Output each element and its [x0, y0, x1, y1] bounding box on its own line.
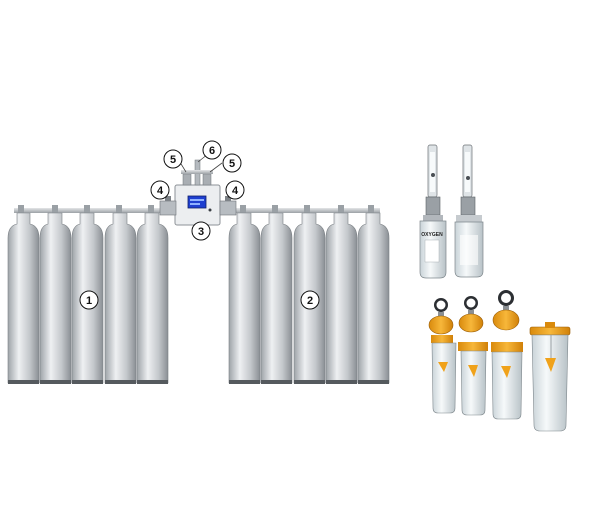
- cylinder: [136, 212, 169, 384]
- collection-canister: [529, 322, 571, 432]
- callout-2-label: 2: [307, 295, 313, 307]
- callout-5-right-label: 5: [229, 158, 235, 170]
- suction-regulator-3: [491, 290, 523, 420]
- cylinder: [228, 212, 261, 384]
- cylinder: [104, 212, 137, 384]
- right-pipe-fittings: [240, 205, 374, 216]
- cylinder: [39, 212, 72, 384]
- left-cylinder-bank: [7, 212, 169, 384]
- suction-regulator-1: [428, 298, 457, 414]
- callout-3: 3: [191, 221, 211, 241]
- callout-4-right-label: 4: [232, 185, 239, 197]
- callout-4-left: 4: [150, 180, 170, 200]
- cylinder: [260, 212, 293, 384]
- callout-4-left-label: 4: [157, 185, 164, 197]
- humidifier-label: OXYGEN: [421, 232, 443, 238]
- callout-5-left: 5: [163, 149, 183, 169]
- left-header-pipe: [14, 208, 176, 213]
- callout-3-label: 3: [198, 226, 204, 238]
- callout-1: 1: [79, 290, 99, 310]
- right-header-pipe: [226, 208, 380, 213]
- callout-6: 6: [202, 140, 222, 160]
- cylinder: [357, 212, 390, 384]
- top-regulators: [181, 159, 213, 186]
- panel-display: [187, 195, 207, 209]
- suction-regulator-2: [458, 296, 488, 416]
- callout-2: 2: [300, 290, 320, 310]
- callout-4-right: 4: [225, 180, 245, 200]
- callout-5-right: 5: [222, 153, 242, 173]
- callout-6-label: 6: [209, 145, 215, 157]
- flowmeter-humidifier-right: [454, 144, 484, 278]
- control-panel: [174, 184, 221, 226]
- callout-5-left-label: 5: [170, 154, 176, 166]
- flowmeter-humidifier-left: OXYGEN: [419, 144, 447, 279]
- right-valve: [219, 196, 237, 216]
- cylinder: [7, 212, 40, 384]
- left-valve: [159, 196, 177, 216]
- cylinder: [325, 212, 358, 384]
- callout-1-label: 1: [86, 295, 92, 307]
- left-pipe-fittings: [18, 205, 154, 216]
